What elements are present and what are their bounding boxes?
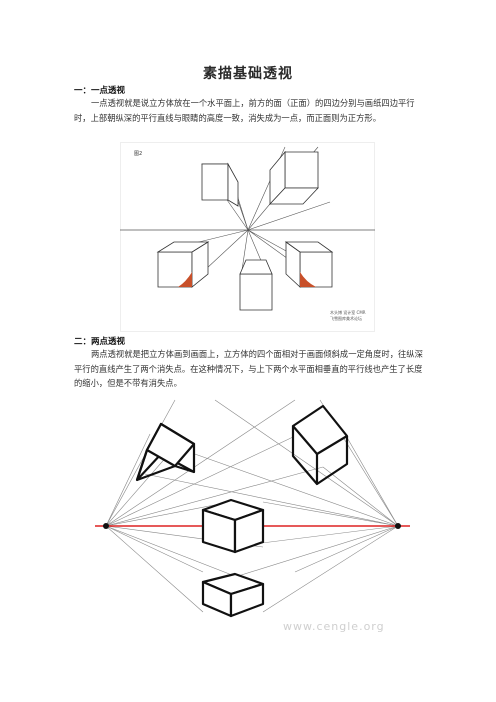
shade-bottom-right (300, 272, 316, 287)
watermark: www.cengle.org (283, 620, 385, 633)
two-point-perspective-figure: www.cengle.org (95, 399, 410, 633)
cube-bottom (201, 572, 265, 618)
page-title: 素描基础透视 (203, 66, 293, 82)
section-heading-one-point: 一：一点透视 (74, 86, 126, 96)
vanishing-point-right (395, 523, 401, 529)
figure-label: 图2 (134, 151, 142, 157)
figure-caption-line-1: 木头博 设计室 CMR (330, 309, 366, 315)
cube-top-left (201, 162, 239, 207)
cube-bottom-middle (239, 259, 273, 311)
figure-caption-line-2: 飞雪图库美术论坛 (330, 315, 362, 321)
section-heading-two-point: 二：两点透视 (74, 337, 126, 347)
vanishing-point-left (103, 523, 109, 529)
paragraph-two-point: 两点透视就是把立方体画到画面上，立方体的四个面相对于画面倾斜成一定角度时，往纵深… (74, 349, 423, 388)
cube-bottom-right (284, 241, 334, 288)
cube-top-right (291, 404, 349, 486)
cube-top-right (269, 150, 319, 206)
cube-middle (201, 498, 265, 554)
one-point-perspective-figure: 图2 (120, 142, 375, 332)
cube-top-left (135, 422, 196, 482)
paragraph-one-point: 一点透视就是说立方体放在一个水平面上，前方的面（正面）的四边分别与画纸四边平行时… (74, 98, 415, 123)
shade-bottom-left (178, 272, 192, 287)
cube-bottom-left (156, 241, 210, 288)
